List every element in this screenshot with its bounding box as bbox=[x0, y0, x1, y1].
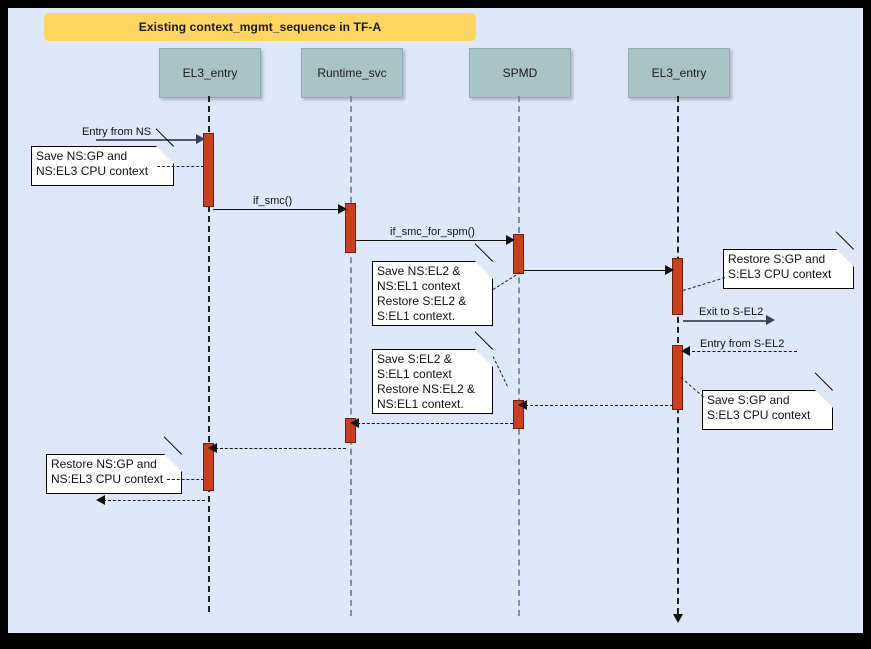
message-label-exit-to-s-el2: Exit to S-EL2 bbox=[697, 306, 766, 318]
message-arrow-if-smc bbox=[338, 204, 347, 214]
message-arrow-runtime-svc-to-el3-ns bbox=[208, 443, 217, 453]
note-text-line: S:EL1 context. bbox=[377, 309, 456, 323]
note-fold-line bbox=[474, 243, 493, 262]
note-restore-ns-gp: Restore NS:GP and NS:EL3 CPU context bbox=[46, 436, 182, 494]
message-line-runtime-svc-to-el3-ns bbox=[215, 448, 346, 449]
note-connector-1 bbox=[157, 166, 204, 167]
message-line-spmd-to-el3-s bbox=[523, 270, 670, 271]
note-text-line: Save NS:GP and bbox=[36, 149, 128, 163]
message-arrow-el3-s-to-spmd bbox=[518, 400, 527, 410]
note-fold-icon bbox=[836, 249, 854, 267]
message-arrow-spmd-to-el3-s bbox=[665, 265, 674, 275]
note-text-line: NS:EL1 context. bbox=[377, 397, 464, 411]
activation-runtime-svc-1 bbox=[345, 203, 356, 253]
note-fold-line bbox=[163, 436, 182, 455]
participant-spmd[interactable]: SPMD bbox=[469, 48, 571, 98]
message-label-entry-from-ns: Entry from NS bbox=[80, 126, 154, 138]
note-fold-icon bbox=[475, 261, 493, 279]
note-save-ns-gp: Save NS:GP and NS:EL3 CPU context bbox=[31, 128, 174, 186]
note-text-line: Save S:EL2 & bbox=[377, 352, 452, 366]
note-save-s-el2: Save S:EL2 & S:EL1 context Restore NS:EL… bbox=[372, 331, 493, 414]
note-text-line: Restore NS:GP and bbox=[51, 457, 157, 471]
note-text-line: Restore S:EL2 & bbox=[377, 294, 467, 308]
note-fold-icon bbox=[815, 390, 833, 408]
note-text-line: Save NS:EL2 & bbox=[377, 264, 461, 278]
participant-el3-entry-s[interactable]: EL3_entry bbox=[628, 48, 730, 98]
activation-spmd-1 bbox=[513, 234, 524, 274]
note-fold-line bbox=[814, 372, 833, 391]
message-line-spmd-to-runtime-svc bbox=[357, 423, 513, 424]
message-line-el3-s-to-spmd bbox=[525, 405, 673, 406]
note-connector-5 bbox=[492, 356, 508, 387]
participant-el3-entry-ns[interactable]: EL3_entry bbox=[159, 48, 261, 98]
note-fold-line bbox=[155, 128, 174, 147]
note-text-line: S:EL1 context bbox=[377, 367, 452, 381]
participant-label: EL3_entry bbox=[651, 66, 707, 80]
message-line-exit-to-s-el2 bbox=[683, 320, 771, 322]
note-text-line: Restore S:GP and bbox=[728, 252, 826, 266]
note-text-line: Save S:GP and bbox=[707, 393, 790, 407]
note-text-line: S:EL3 CPU context bbox=[728, 267, 832, 281]
message-line-entry-from-s-el2 bbox=[687, 351, 797, 352]
note-text-line: S:EL3 CPU context bbox=[707, 408, 811, 422]
diagram-title-bar: Existing context_mgmt_sequence in TF-A bbox=[44, 13, 476, 41]
message-line-exit-to-ns bbox=[103, 500, 205, 501]
message-arrow-if-smc-for-spm bbox=[506, 235, 515, 245]
note-connector-4 bbox=[680, 377, 704, 398]
lifeline-end-arrow-el3-entry-s bbox=[673, 614, 683, 623]
activation-el3-entry-ns-1 bbox=[203, 133, 214, 207]
participant-label: EL3_entry bbox=[182, 66, 238, 80]
participant-label: Runtime_svc bbox=[317, 66, 387, 80]
note-fold-icon bbox=[164, 454, 182, 472]
message-label-entry-from-s-el2: Entry from S-EL2 bbox=[698, 338, 787, 350]
note-save-ns-el2: Save NS:EL2 & NS:EL1 context Restore S:E… bbox=[372, 243, 493, 326]
note-connector-6 bbox=[167, 479, 204, 480]
diagram-canvas: Existing context_mgmt_sequence in TF-A E… bbox=[8, 8, 863, 633]
note-text-line: NS:EL3 CPU context bbox=[36, 164, 149, 178]
note-save-s-gp: Save S:GP and S:EL3 CPU context bbox=[702, 372, 833, 430]
note-connector-3 bbox=[682, 277, 726, 291]
message-arrow-exit-to-s-el2 bbox=[766, 315, 775, 325]
message-label-if-smc: if_smc() bbox=[251, 195, 295, 207]
note-connector-2 bbox=[492, 272, 521, 290]
note-text-line: NS:EL1 context bbox=[377, 279, 461, 293]
diagram-title: Existing context_mgmt_sequence in TF-A bbox=[138, 20, 382, 34]
message-line-entry-from-ns bbox=[96, 139, 201, 141]
message-arrow-entry-from-ns bbox=[196, 134, 205, 144]
note-fold-line bbox=[474, 331, 493, 350]
note-fold-line bbox=[835, 231, 854, 250]
note-text-line: Restore NS:EL2 & bbox=[377, 382, 476, 396]
message-line-if-smc-for-spm bbox=[355, 240, 511, 241]
activation-el3-entry-s-2 bbox=[672, 345, 683, 410]
message-arrow-entry-from-s-el2 bbox=[681, 346, 690, 356]
activation-el3-entry-s-1 bbox=[672, 258, 683, 315]
note-restore-s-gp: Restore S:GP and S:EL3 CPU context bbox=[723, 231, 854, 289]
participant-runtime-svc[interactable]: Runtime_svc bbox=[301, 48, 403, 98]
message-line-if-smc bbox=[213, 209, 343, 210]
note-fold-icon bbox=[156, 146, 174, 164]
lifeline-spmd bbox=[518, 96, 520, 616]
participant-label: SPMD bbox=[502, 66, 538, 80]
note-fold-icon bbox=[475, 349, 493, 367]
message-label-if-smc-for-spm: if_smc_for_spm() bbox=[388, 226, 477, 238]
lifeline-el3-entry-ns bbox=[208, 96, 210, 612]
lifeline-runtime-svc bbox=[350, 96, 352, 616]
note-text-line: NS:EL3 CPU context bbox=[51, 472, 164, 486]
message-arrow-exit-to-ns bbox=[96, 495, 105, 505]
message-arrow-spmd-to-runtime-svc bbox=[350, 418, 359, 428]
